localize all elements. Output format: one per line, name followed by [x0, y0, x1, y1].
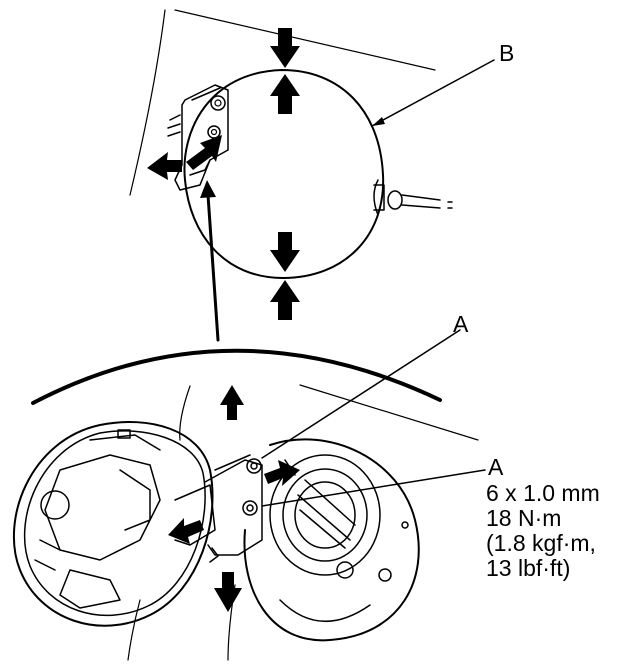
arrow-down-icon — [214, 572, 242, 612]
latch-pin-detail — [373, 179, 453, 216]
arrow-diag-icon — [186, 135, 222, 170]
direction-arrows — [147, 28, 300, 612]
arrow-up-icon — [220, 385, 244, 420]
body-line-right — [299, 384, 479, 441]
arrow-up-icon — [270, 74, 300, 114]
arrow-right-icon — [264, 460, 300, 486]
detail-circle-b — [183, 69, 385, 279]
bolt-size-text: 6 x 1.0 mm — [486, 480, 600, 506]
torque-spec: 6 x 1.0 mm 18 N·m (1.8 kgf·m, 13 lbf·ft) — [486, 481, 600, 581]
leader-a-spec — [261, 469, 486, 507]
callout-label-a: A — [453, 311, 469, 337]
leader-b-head — [372, 117, 385, 126]
upper-panel-line-top — [174, 9, 436, 71]
arrow-down-icon — [270, 28, 300, 68]
detail-pointer-head — [200, 180, 216, 198]
body-contour-arc — [31, 348, 442, 405]
body-line-left — [179, 385, 191, 441]
arrow-left-icon — [168, 518, 204, 544]
filler-housing — [243, 438, 420, 642]
torque-kgfm-text: (1.8 kgf·m, — [486, 530, 596, 556]
leader-a-top — [261, 329, 461, 459]
torque-nm-text: 18 N·m — [486, 505, 562, 531]
hinge-arm — [174, 454, 263, 563]
callout-label-b: B — [499, 40, 515, 66]
arrow-up-icon — [270, 280, 300, 320]
leader-b — [371, 59, 495, 127]
detail-pointer-line — [206, 193, 220, 342]
body-line-bottom — [127, 599, 141, 661]
torque-lbfft-text: 13 lbf·ft) — [486, 555, 571, 581]
arrow-down-icon — [270, 232, 300, 272]
hinge-bracket-detail — [167, 84, 229, 191]
upper-panel-line — [129, 9, 166, 196]
fuel-lid — [12, 421, 214, 627]
callout-label-a-spec: A — [488, 454, 504, 480]
arrow-pull-icon — [147, 152, 182, 180]
